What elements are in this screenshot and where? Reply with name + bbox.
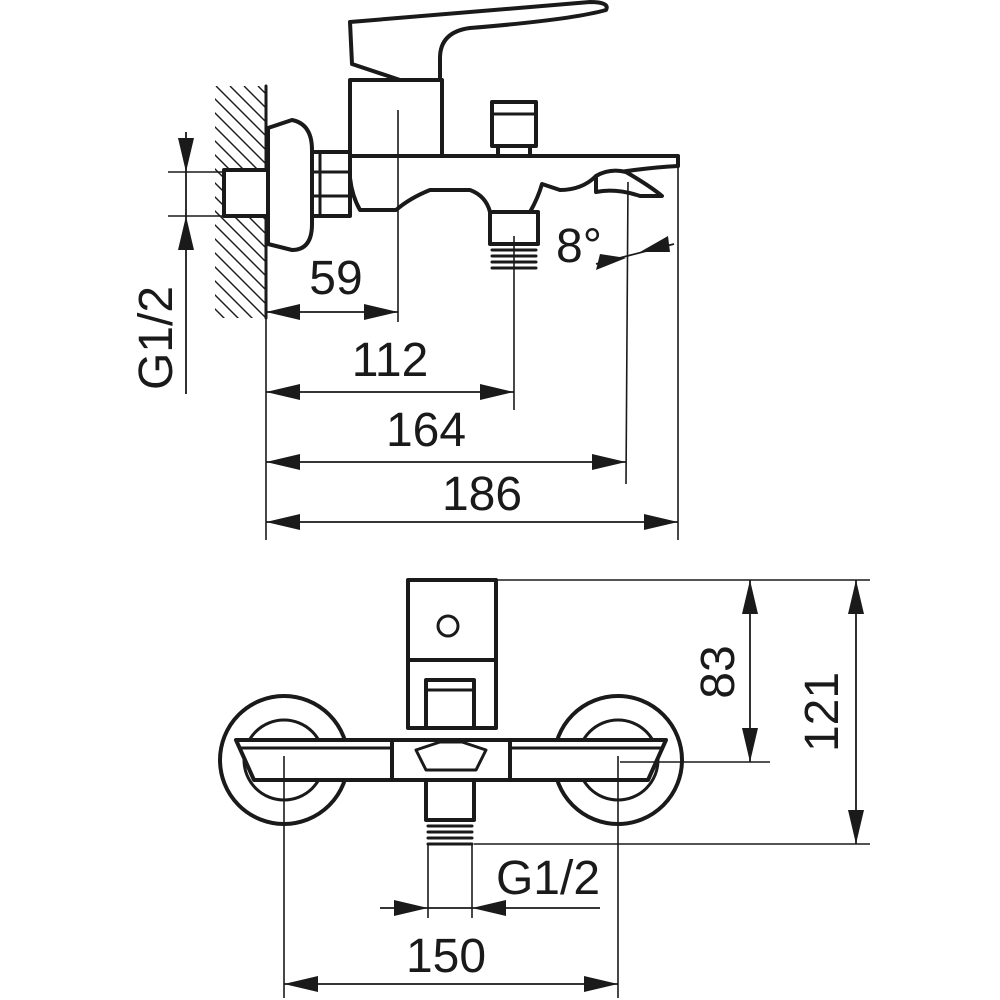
arrow-angle-right — [640, 236, 670, 252]
angle-label: 8° — [556, 220, 602, 273]
arrow-121-bottom — [848, 810, 864, 844]
front-diverter — [424, 678, 476, 730]
arrow-83-bottom — [742, 728, 758, 762]
arrow-112-right — [480, 384, 514, 400]
lever-handle — [348, 0, 609, 82]
arrow-186-right — [644, 514, 678, 530]
dim-label-186: 186 — [442, 468, 522, 521]
dim-label-83: 83 — [692, 645, 745, 698]
handle-indicator-hole — [436, 614, 460, 638]
front-handle — [406, 578, 498, 662]
arrow-front-thread-left — [394, 900, 428, 916]
arrow-angle-left — [596, 254, 626, 270]
escutcheon — [266, 118, 314, 252]
front-thread-label: G1/2 — [496, 852, 600, 905]
arrow-59-left — [266, 304, 300, 320]
dim-label-121: 121 — [796, 672, 849, 752]
arrow-front-thread-right — [472, 900, 506, 916]
arrow-59-right — [364, 304, 398, 320]
spout-outlet — [594, 168, 664, 198]
arrow-thread-bottom — [178, 216, 194, 250]
side-thread-label: G1/2 — [130, 286, 183, 390]
side-view: G1/2 8° 59 112 164 186 — [130, 0, 680, 540]
hex-nut — [310, 150, 352, 218]
cartridge-body — [348, 78, 444, 160]
arrow-83-top — [742, 580, 758, 614]
dim-label-59: 59 — [309, 252, 362, 305]
front-outlet-thread — [426, 824, 474, 846]
arrow-112-left — [266, 384, 300, 400]
wall-pipe — [222, 168, 270, 218]
arrow-121-top — [848, 580, 864, 614]
center-line-spout — [625, 181, 629, 485]
dim-label-164: 164 — [386, 404, 466, 457]
front-view: 83 121 G1/2 150 — [218, 578, 870, 998]
arrow-150-right — [584, 976, 618, 992]
diverter-knob — [490, 100, 538, 158]
arrow-thread-top — [178, 138, 194, 172]
front-outlet — [424, 778, 476, 822]
front-hub — [390, 738, 512, 782]
arrow-164-right — [592, 454, 626, 470]
arrow-164-left — [266, 454, 300, 470]
dim-label-150: 150 — [406, 930, 486, 983]
dim-label-112: 112 — [352, 334, 429, 387]
arrow-186-left — [266, 514, 300, 530]
arrow-150-left — [284, 976, 318, 992]
